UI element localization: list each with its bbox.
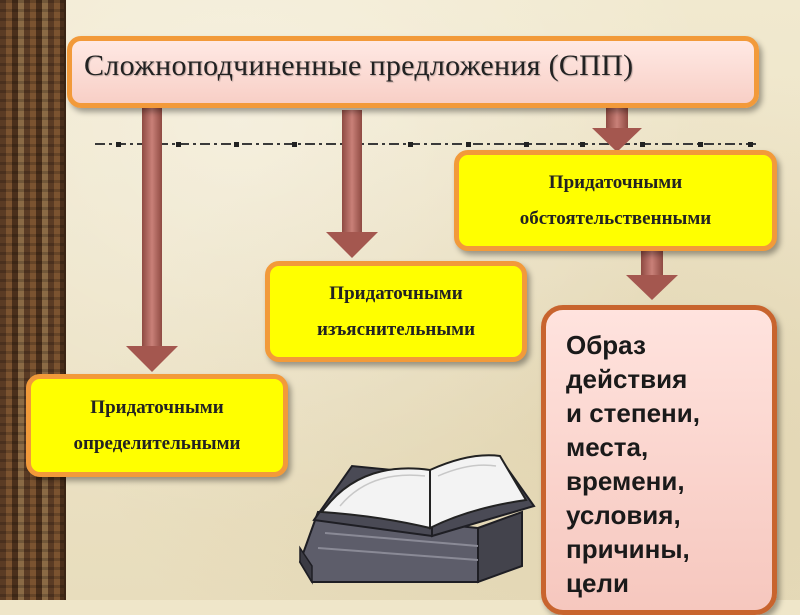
attributive-line-2: определительными bbox=[73, 432, 241, 454]
arrow-to-types bbox=[626, 251, 678, 300]
types-item: места, bbox=[566, 432, 649, 462]
circumstantial-box: Придаточными обстоятельственными bbox=[454, 150, 777, 251]
connectors bbox=[95, 108, 760, 372]
types-item: причины, bbox=[566, 534, 690, 564]
title-box: Сложноподчиненные предложения (СПП) bbox=[67, 36, 759, 108]
types-item: времени, bbox=[566, 466, 685, 496]
page-title: Сложноподчиненные предложения (СПП) bbox=[84, 49, 634, 82]
connector-dots bbox=[116, 142, 753, 147]
open-book bbox=[312, 454, 536, 538]
types-item: действия bbox=[566, 364, 688, 394]
circumstantial-types-box: Образ действия и степени, места, времени… bbox=[541, 305, 777, 615]
types-item: Образ bbox=[566, 330, 646, 360]
arrow-to-attributive bbox=[126, 108, 178, 372]
attributive-box: Придаточными определительными bbox=[26, 374, 288, 477]
circumstantial-line-2: обстоятельственными bbox=[519, 207, 712, 229]
decorative-left-strip bbox=[0, 0, 66, 600]
arrow-to-circumstantial bbox=[592, 108, 642, 152]
types-item: цели bbox=[566, 568, 629, 598]
explanatory-line-1: Придаточными bbox=[329, 282, 463, 304]
types-list: Образ действия и степени, места, времени… bbox=[566, 328, 700, 600]
open-book-icon bbox=[298, 454, 536, 585]
explanatory-line-2: изъяснительными bbox=[316, 318, 476, 340]
circumstantial-line-1: Придаточными bbox=[548, 171, 683, 193]
types-item: условия, bbox=[566, 500, 681, 530]
explanatory-box: Придаточными изъяснительными bbox=[265, 261, 527, 362]
arrow-to-explanatory bbox=[326, 110, 378, 258]
types-item: и степени, bbox=[566, 398, 700, 428]
attributive-line-1: Придаточными bbox=[90, 396, 224, 418]
